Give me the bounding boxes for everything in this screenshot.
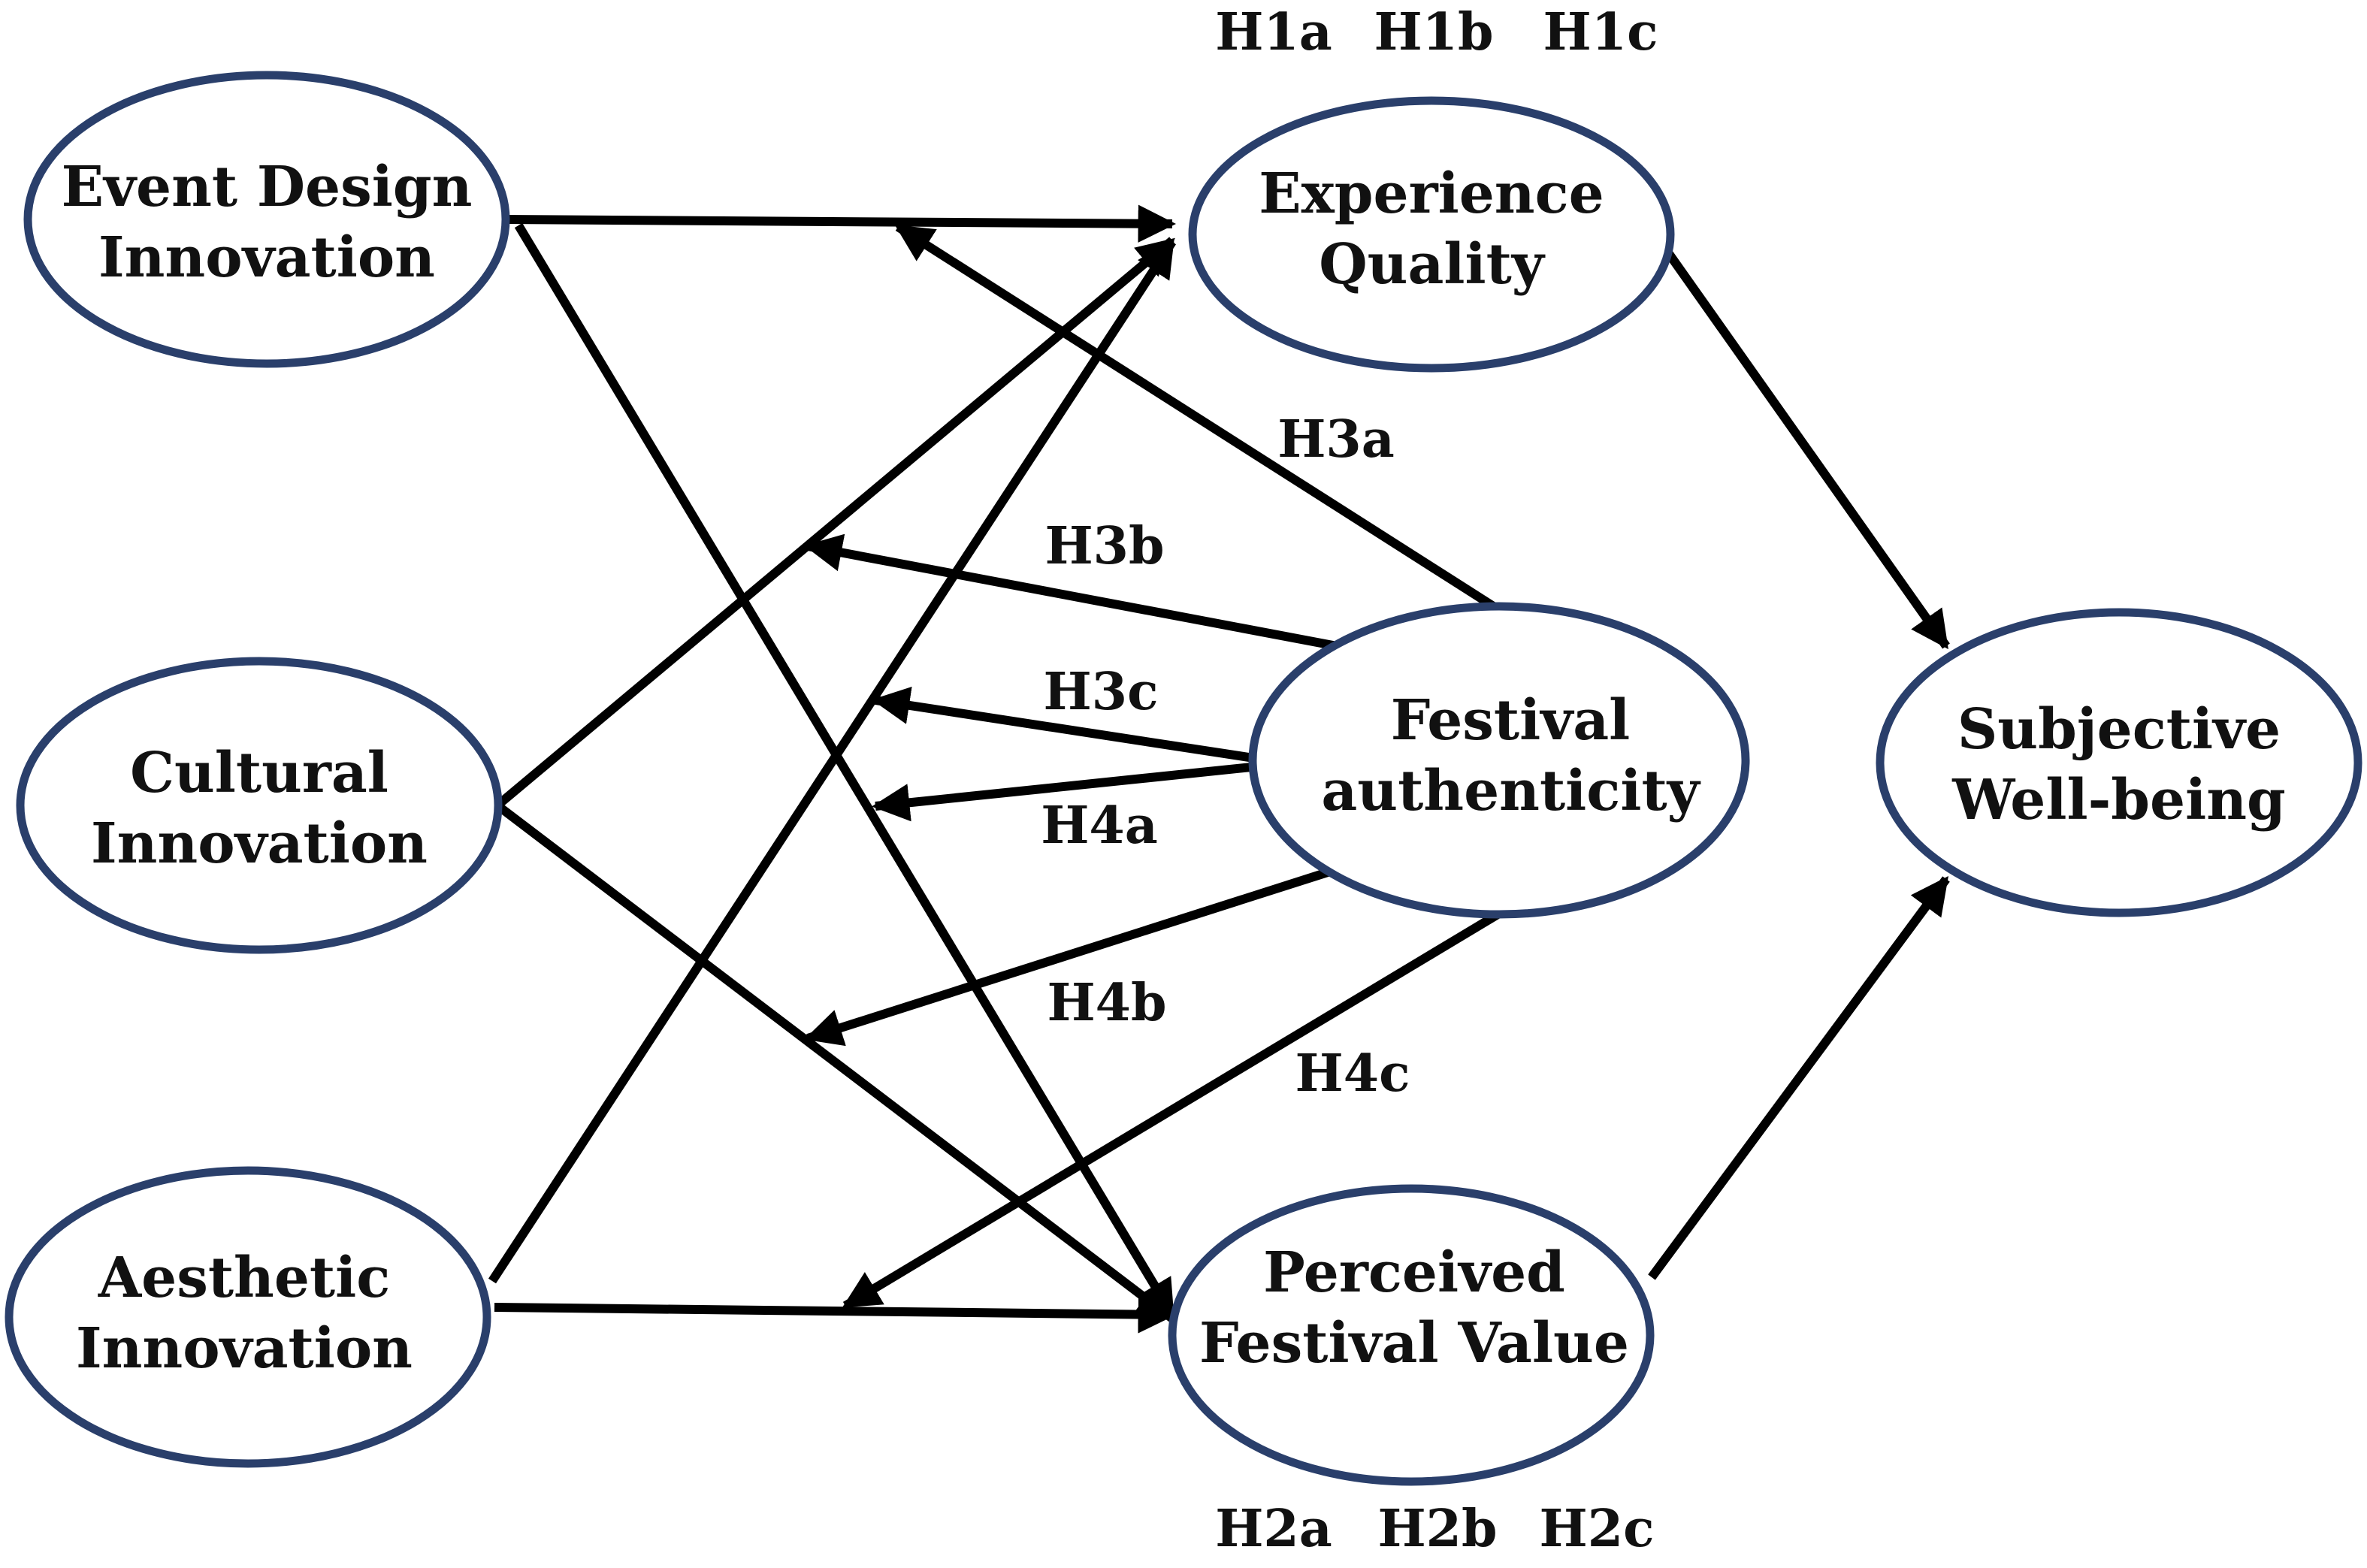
node-label: Experience <box>1259 162 1604 226</box>
node-label: Quality <box>1319 232 1546 297</box>
node-perceived-festival-value: Perceived Festival Value <box>1168 1184 1655 1486</box>
edge-aesthetic-to-perceived-value <box>494 1295 1177 1334</box>
node-label: Innovation <box>91 811 428 876</box>
edge-cultural-to-perceived-value <box>494 802 1176 1322</box>
edge-h3a-moderation <box>894 222 1506 617</box>
node-label: Innovation <box>98 225 435 290</box>
path-arrows <box>488 204 1950 1334</box>
node-label: Well-being <box>1951 768 2286 832</box>
node-experience-quality: Experience Quality <box>1188 96 1675 373</box>
hypothesis-label-h3b: H3b <box>1044 516 1164 576</box>
node-label: Festival Value <box>1199 1311 1629 1376</box>
hypothesis-label-h2b: H2b <box>1377 1499 1497 1559</box>
node-label: Cultural <box>130 741 388 805</box>
node-aesthetic-innovation: Aesthetic Innovation <box>5 1166 491 1468</box>
node-cultural-innovation: Cultural Innovation <box>16 657 503 954</box>
node-label: Innovation <box>76 1316 413 1381</box>
constructs: Event Design Innovation Cultural Innovat… <box>5 71 2362 1486</box>
edge-perceived-value-to-well-being <box>1648 875 1950 1280</box>
node-label: Festival <box>1391 688 1631 753</box>
node-subjective-well-being: Subjective Well-being <box>1876 608 2362 917</box>
hypothesis-label-h4a: H4a <box>1041 796 1158 856</box>
hypothesis-labels: H1a H1b H1c H2a H2b H2c H3a H3b H3c H4a … <box>1041 2 1658 1559</box>
node-label: Event Design <box>62 155 473 219</box>
edge-h4c-moderation <box>842 907 1506 1310</box>
hypothesis-label-h1b: H1b <box>1374 2 1493 62</box>
edge-h3b-moderation <box>804 533 1347 652</box>
hypothesis-label-h4b: H4b <box>1047 973 1166 1033</box>
node-label: Aesthetic <box>98 1246 391 1310</box>
edge-experience-quality-to-well-being <box>1653 234 1950 650</box>
hypothesis-label-h3a: H3a <box>1277 409 1395 470</box>
hypothesis-label-h2a: H2a <box>1215 1499 1332 1559</box>
hypothesis-label-h1a: H1a <box>1215 2 1332 62</box>
hypothesis-label-h2c: H2c <box>1540 1499 1655 1559</box>
hypothesis-label-h3c: H3c <box>1044 662 1159 722</box>
edge-event-design-to-experience-quality <box>503 204 1177 243</box>
edge-event-design-to-perceived-value <box>514 222 1177 1319</box>
node-label: authenticity <box>1321 759 1700 823</box>
node-event-design-innovation: Event Design Innovation <box>23 71 510 368</box>
node-label: Subjective <box>1957 697 2281 762</box>
hypothesis-label-h1c: H1c <box>1543 2 1658 62</box>
edge-h4a-moderation <box>871 762 1259 822</box>
node-festival-authenticity: Festival authenticity <box>1248 602 1750 919</box>
edge-h3c-moderation <box>872 686 1259 763</box>
hypothesis-label-h4c: H4c <box>1295 1044 1410 1104</box>
node-label: Perceived <box>1263 1240 1565 1305</box>
edge-aesthetic-to-experience-quality <box>488 238 1177 1284</box>
edge-h4b-moderation <box>804 867 1332 1047</box>
